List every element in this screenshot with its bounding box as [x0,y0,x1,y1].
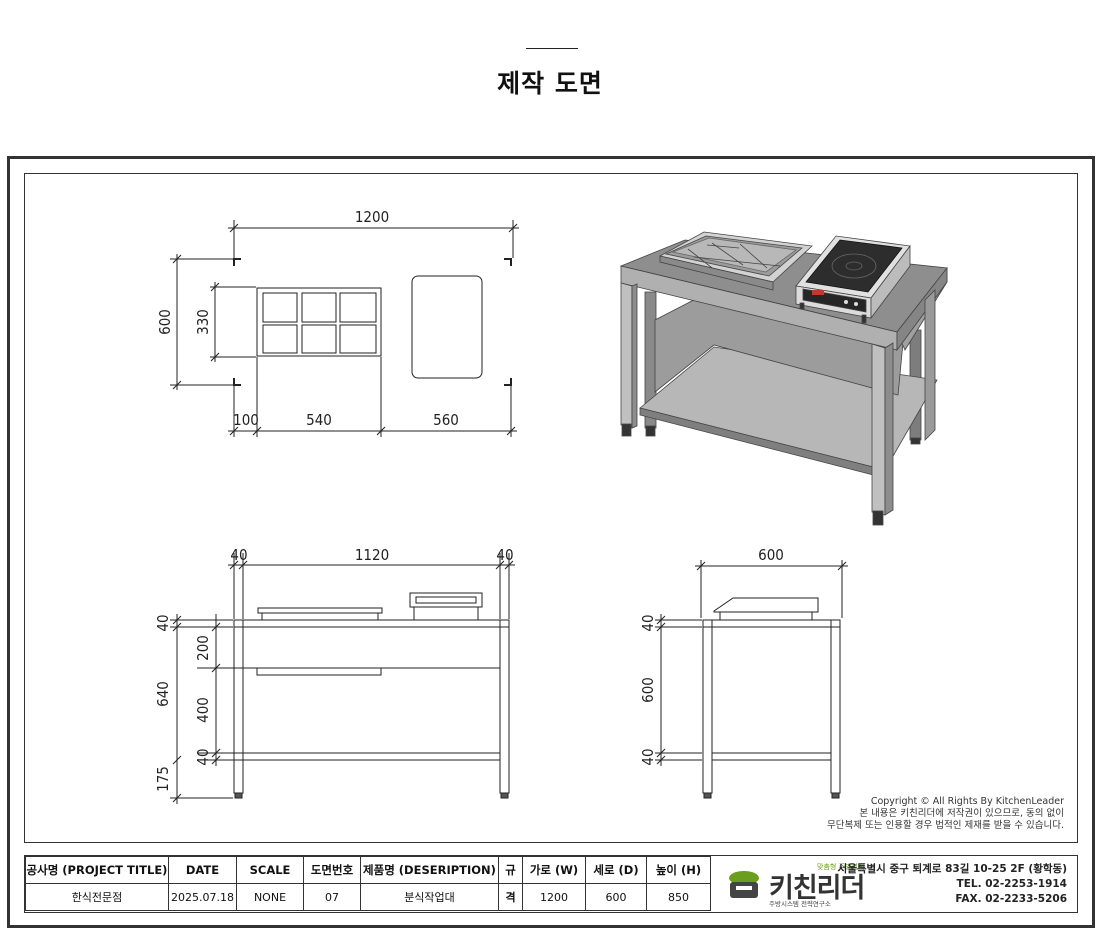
plan-bin-depth-label: 330 [194,309,212,335]
value-date: 2025.07.18 [168,883,237,911]
logo-mark-icon [729,871,759,898]
plan-view [170,220,519,437]
front-shelf-thickness-label: 40 [194,748,212,765]
logo-text: 키친리더 [769,873,865,904]
drawing-frame-inner [24,173,1078,843]
company-address: 서울특별시 중구 퇴계로 83길 10-25 2F (황학동) [837,863,1067,875]
front-inner-width-label: 1120 [355,546,389,564]
logo-tagline-bottom: 주방시스템 전략연구소 [769,900,831,908]
drawing-frame-outer [7,156,1095,928]
header-height: 높이 (H) [646,856,711,884]
header-drawing-no: 도면번호 [303,856,361,884]
side-depth-label: 600 [758,546,784,564]
copyright-notice: Copyright © All Rights By KitchenLeader … [780,796,1064,832]
title-rule [526,48,578,49]
page-title: 제작 도면 [497,69,603,98]
front-drawer-height-label: 200 [194,635,212,661]
value-width: 1200 [522,883,586,911]
company-fax: FAX. 02-2233-5206 [955,893,1067,905]
front-leg-height-label: 640 [154,681,172,707]
value-depth: 600 [585,883,647,911]
header-product: 제품명 (DESERIPTION) [360,856,499,884]
header-date: DATE [168,856,237,884]
value-drawing-no: 07 [303,883,361,911]
front-open-height-label: 400 [194,697,212,723]
company-info: 서울특별시 중구 퇴계로 83길 10-25 2F (황학동) TEL. 02-… [838,862,1067,907]
side-shelf-thickness-label: 40 [639,748,657,765]
logo-tagline-top: 맞춤형 주방설계 [817,863,865,871]
plan-offset-label: 100 [233,411,259,429]
copyright-line-1: Copyright © All Rights By KitchenLeader [870,796,1064,807]
plan-width-label: 1200 [355,208,389,226]
value-scale: NONE [236,883,304,911]
header-width: 가로 (W) [522,856,586,884]
copyright-line-2: 본 내용은 키친리더에 저작권이 있으므로, 동의 없이 [859,808,1064,819]
company-logo: 맞춤형 주방설계 키친리더 주방시스템 전략연구소 [725,860,867,908]
front-top-thickness-label: 40 [154,614,172,631]
front-left-margin-label: 40 [230,546,247,564]
value-height: 850 [646,883,711,911]
value-project: 한식전문점 [25,883,169,911]
plan-bin-width-label: 540 [306,411,332,429]
side-view [655,560,848,799]
isometric-view [619,231,948,526]
header-scale: SCALE [236,856,304,884]
front-foot-height-label: 175 [154,766,172,792]
front-view [170,553,515,804]
plan-depth-label: 600 [156,309,174,335]
header-spec-1: 규 [498,856,523,884]
header-spec-2: 격 [498,883,523,911]
side-top-thickness-label: 40 [639,614,657,631]
title-block: 공사명 (PROJECT TITLE) DATE SCALE 도면번호 제품명 … [24,855,1078,913]
company-tel: TEL. 02-2253-1914 [956,878,1067,890]
side-open-height-label: 600 [639,677,657,703]
title-block-table: 공사명 (PROJECT TITLE) DATE SCALE 도면번호 제품명 … [25,856,711,911]
value-product: 분식작업대 [360,883,499,911]
plan-cooker-width-label: 560 [433,411,459,429]
header-project: 공사명 (PROJECT TITLE) [25,856,169,884]
copyright-line-3: 무단복제 또는 인용할 경우 법적인 제재를 받을 수 있습니다. [827,820,1064,831]
front-right-margin-label: 40 [496,546,513,564]
header-depth: 세로 (D) [585,856,647,884]
